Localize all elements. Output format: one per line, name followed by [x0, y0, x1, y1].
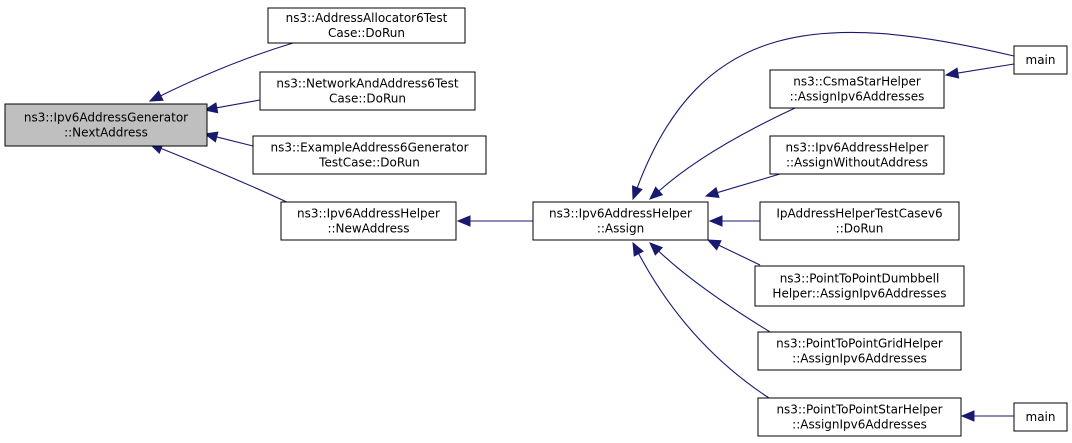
node-box[interactable]: [259, 71, 476, 111]
node-label-line: ::NewAddress: [327, 222, 409, 236]
arrowhead-icon: [960, 410, 975, 422]
arrowhead-icon: [704, 186, 720, 198]
edge-network-test-to-next-address: [203, 99, 261, 114]
edge-p2p-dumbbell-to-assign: [706, 239, 761, 266]
node-label-line: TestCase::DoRun: [318, 156, 420, 170]
edge-line: [957, 63, 1015, 74]
node-label-line: ns3::Ipv6AddressGenerator: [24, 111, 188, 125]
node-box[interactable]: [532, 201, 709, 241]
node-label-line: ns3::AddressAllocator6Test: [286, 11, 448, 25]
node-box[interactable]: [252, 135, 487, 175]
node-ip-helper-test[interactable]: IpAddressHelperTestCasev6::DoRun: [759, 201, 960, 241]
edge-ip-helper-test-to-assign: [708, 215, 760, 227]
arrowhead-icon: [649, 242, 664, 256]
edge-line: [216, 136, 254, 147]
node-box[interactable]: [759, 201, 960, 241]
node-assign-without[interactable]: ns3::Ipv6AddressHelper::AssignWithoutAdd…: [769, 135, 945, 175]
node-box[interactable]: [754, 265, 965, 307]
node-box[interactable]: [769, 135, 945, 175]
edge-line: [636, 31, 1015, 188]
node-box[interactable]: [1013, 402, 1068, 432]
node-label-line: main: [1026, 53, 1056, 67]
node-csma-star[interactable]: ns3::CsmaStarHelper::AssignIpv6Addresses: [769, 69, 945, 109]
node-label-line: Case::DoRun: [328, 26, 405, 40]
node-main-top[interactable]: main: [1013, 45, 1068, 75]
node-box[interactable]: [280, 201, 457, 241]
edge-assign-to-new-address: [456, 215, 533, 227]
edge-assign-without-to-assign: [704, 173, 781, 198]
node-p2p-star[interactable]: ns3::PointToPointStarHelper::AssignIpv6A…: [757, 397, 962, 437]
node-label-line: main: [1026, 410, 1056, 424]
node-example-test[interactable]: ns3::ExampleAddress6GeneratorTestCase::D…: [252, 135, 487, 175]
edge-line: [717, 173, 781, 194]
edge-main-top-to-csma-star: [944, 63, 1015, 79]
node-box: [4, 103, 208, 147]
edge-allocator-test-to-next-address: [148, 42, 294, 102]
node-label-line: ns3::PointToPointStarHelper: [776, 403, 942, 417]
node-box[interactable]: [769, 69, 945, 109]
edge-line: [160, 147, 294, 206]
node-label-line: ns3::PointToPointDumbbell: [780, 272, 940, 286]
node-label-line: ::AssignIpv6Addresses: [792, 418, 927, 432]
node-label-line: ns3::NetworkAndAddress6Test: [276, 77, 458, 91]
node-label-line: ::AssignIpv6Addresses: [790, 90, 925, 104]
edge-p2p-grid-to-assign: [649, 242, 781, 339]
arrowhead-icon: [708, 215, 723, 227]
node-p2p-dumbbell[interactable]: ns3::PointToPointDumbbellHelper::AssignI…: [754, 265, 965, 307]
node-box[interactable]: [1013, 45, 1068, 75]
arrowhead-icon: [148, 90, 164, 102]
arrowhead-icon: [649, 186, 664, 200]
edge-line: [658, 107, 796, 192]
arrowhead-icon: [456, 215, 471, 227]
node-label-line: ::AssignIpv6Addresses: [792, 352, 927, 366]
arrowhead-icon: [631, 185, 643, 201]
edge-csma-star-to-assign: [649, 107, 796, 200]
edge-line: [638, 253, 781, 406]
edge-line: [216, 99, 261, 109]
nodes-layer: ns3::Ipv6AddressGenerator::NextAddressns…: [4, 7, 1068, 437]
node-label-line: ::NextAddress: [64, 126, 148, 140]
edge-p2p-star-to-assign: [632, 241, 781, 406]
node-next-address: ns3::Ipv6AddressGenerator::NextAddress: [4, 103, 208, 147]
node-new-address[interactable]: ns3::Ipv6AddressHelper::NewAddress: [280, 201, 457, 241]
node-box[interactable]: [757, 397, 962, 437]
node-p2p-grid[interactable]: ns3::PointToPointGridHelper::AssignIpv6A…: [757, 331, 962, 371]
edge-main-bottom-to-p2p-star: [960, 410, 1014, 422]
node-label-line: ns3::ExampleAddress6Generator: [271, 141, 469, 155]
edge-example-test-to-next-address: [203, 131, 254, 147]
node-label-line: Helper::AssignIpv6Addresses: [772, 287, 946, 301]
arrowhead-icon: [203, 131, 219, 143]
node-label-line: ns3::Ipv6AddressHelper: [549, 207, 692, 221]
node-label-line: ::Assign: [597, 222, 644, 236]
arrowhead-icon: [944, 67, 960, 79]
edge-line: [658, 250, 781, 339]
node-label-line: IpAddressHelperTestCasev6: [776, 207, 942, 221]
node-assign[interactable]: ns3::Ipv6AddressHelper::Assign: [532, 201, 709, 241]
node-main-bottom[interactable]: main: [1013, 402, 1068, 432]
node-box[interactable]: [267, 7, 466, 44]
edge-line: [160, 42, 294, 97]
node-label-line: ns3::PointToPointGridHelper: [776, 337, 943, 351]
node-label-line: ns3::Ipv6AddressHelper: [297, 207, 440, 221]
node-label-line: Case::DoRun: [329, 92, 406, 106]
arrowhead-icon: [706, 239, 722, 251]
node-box[interactable]: [757, 331, 962, 371]
node-label-line: ns3::Ipv6AddressHelper: [786, 141, 929, 155]
edge-main-top-to-assign: [631, 31, 1015, 201]
node-label-line: ns3::CsmaStarHelper: [793, 75, 921, 89]
node-label-line: ::AssignWithoutAddress: [786, 156, 928, 170]
edge-line: [718, 244, 761, 266]
arrowhead-icon: [203, 102, 219, 114]
node-label-line: ::DoRun: [836, 222, 884, 236]
arrowhead-icon: [632, 241, 644, 257]
